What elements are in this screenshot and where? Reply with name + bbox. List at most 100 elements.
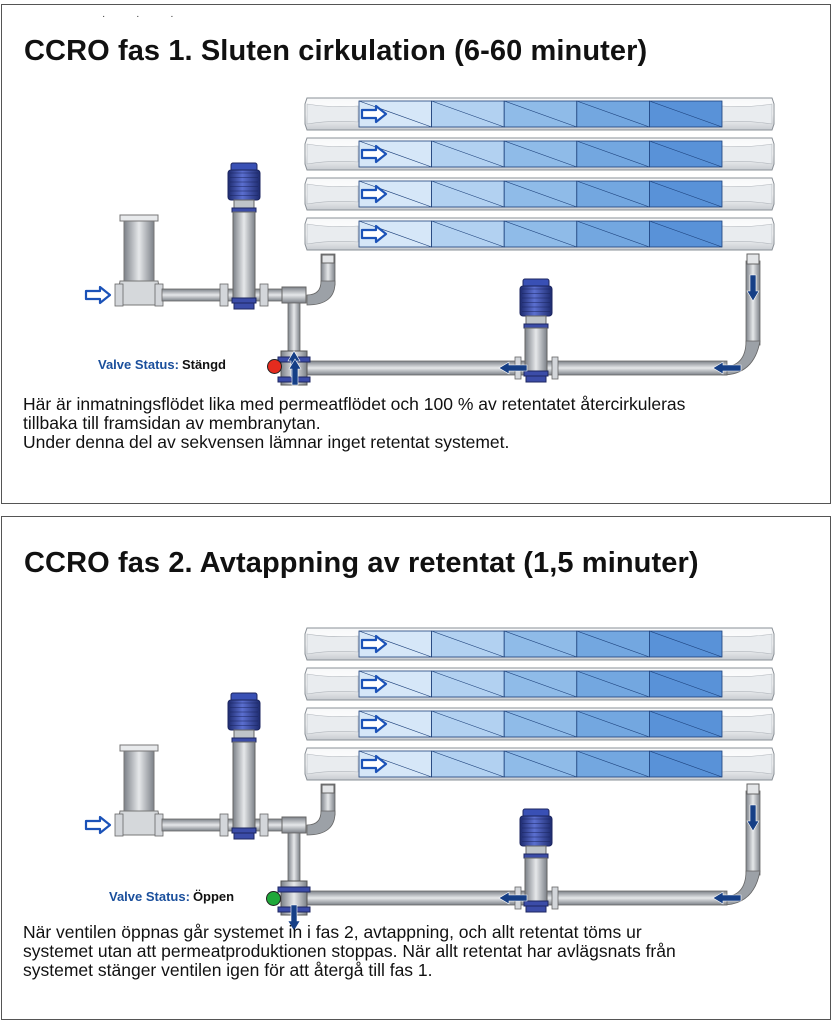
membrane-vessel: [304, 217, 775, 251]
filter-cap: [119, 214, 159, 222]
membrane-diagonal: [431, 750, 505, 778]
membrane-diagonal: [504, 100, 577, 128]
pipe-elbow: [306, 280, 336, 306]
feed-arrow-icon: [360, 184, 388, 204]
membrane-diagonal: [431, 140, 505, 168]
membrane-diagonal: [358, 140, 432, 168]
retentate-riser-pipe: [745, 790, 761, 876]
vessel-end-cap: [721, 753, 773, 775]
feed-arrow-icon: [360, 674, 388, 694]
description-line: tillbaka till framsidan av membranytan.: [23, 413, 321, 433]
vessel-end-cap: [721, 673, 773, 695]
phase2-title: CCRO fas 2. Avtappning av retentat (1,5 …: [24, 547, 699, 579]
membrane-diagonal: [649, 220, 723, 248]
membrane-diagonal: [358, 100, 432, 128]
pump-column: [232, 741, 256, 830]
phase2-description: När ventilen öppnas går systemet in i fa…: [23, 923, 823, 980]
pipe-tee: [281, 286, 307, 304]
pump-column: [524, 857, 548, 903]
membrane-diagonal: [649, 630, 723, 658]
description-line: Under denna del av sekvensen lämnar inge…: [23, 432, 510, 452]
cartridge-filter: [114, 214, 164, 307]
flow-arrow-icon: [712, 891, 742, 905]
inlet-cap: [321, 784, 335, 794]
vessel-end-cap: [306, 633, 359, 655]
membrane-vessel: [304, 137, 775, 171]
phase2-diagram: [84, 627, 775, 932]
valve-status-label: Valve Status:: [98, 357, 179, 372]
membrane-diagonal: [576, 630, 650, 658]
pipe-flange: [259, 813, 269, 837]
feed-arrow-icon: [360, 754, 388, 774]
vessel-end-cap: [306, 753, 359, 775]
motor-coupling: [233, 199, 255, 209]
vessel-end-cap: [306, 223, 359, 245]
membrane-diagonal: [649, 750, 723, 778]
vessel-end-cap: [721, 143, 773, 165]
description-line: systemet stänger ventilen igen för att å…: [23, 960, 433, 980]
filter-housing: [123, 750, 155, 812]
valve-status-value: Stängd: [181, 357, 226, 372]
membrane-diagonal: [576, 220, 650, 248]
membrane-diagonal: [504, 220, 577, 248]
pump-base: [233, 832, 255, 840]
membrane-diagonal: [358, 750, 432, 778]
filter-cap: [119, 744, 159, 752]
vessel-end-cap: [721, 713, 773, 735]
pump-column: [232, 211, 256, 300]
drain-arrow-icon: [287, 904, 301, 932]
membrane-diagonal: [576, 140, 650, 168]
membrane-diagonal: [649, 670, 723, 698]
phase2-panel: CCRO fas 2. Avtappning av retentat (1,5 …: [1, 516, 831, 1020]
feed-arrow-icon: [360, 144, 388, 164]
membrane-diagonal: [504, 750, 577, 778]
membrane-diagonal: [504, 630, 577, 658]
membrane-diagonal: [358, 630, 432, 658]
description-line: systemet utan att permeatproduktionen st…: [23, 941, 676, 961]
pump-column: [524, 327, 548, 373]
flow-arrow-icon: [498, 891, 528, 905]
feed-arrow-icon: [360, 634, 388, 654]
membrane-diagonal: [431, 630, 505, 658]
valve-flange: [277, 886, 311, 893]
feed-inlet-arrow-icon: [84, 285, 112, 305]
description-line: Här är inmatningsflödet lika med permeat…: [23, 394, 686, 414]
ccro-schematic: [84, 627, 775, 932]
top-decoration: · · ·: [102, 11, 188, 22]
valve-status-indicator: [266, 891, 281, 906]
retentate-riser-pipe: [745, 260, 761, 346]
membrane-diagonal: [649, 710, 723, 738]
motor-coupling: [525, 315, 547, 325]
pipe-flange: [114, 813, 124, 837]
membrane-diagonal: [504, 180, 577, 208]
membrane-diagonal: [576, 100, 650, 128]
membrane-diagonal: [358, 710, 432, 738]
phase1-diagram: [84, 97, 775, 386]
membrane-diagonal: [358, 670, 432, 698]
vessel-end-cap: [306, 673, 359, 695]
pump-base: [525, 375, 547, 383]
membrane-diagonal: [431, 100, 505, 128]
vessel-end-cap: [306, 103, 359, 125]
flow-arrow-icon: [746, 804, 760, 832]
membrane-diagonal: [431, 180, 505, 208]
membrane-vessel: [304, 667, 775, 701]
phase1-description: Här är inmatningsflödet lika med permeat…: [23, 395, 823, 452]
cartridge-filter: [114, 744, 164, 837]
membrane-diagonal: [649, 180, 723, 208]
pump-flange: [231, 827, 257, 834]
high-pressure-pump: [227, 692, 261, 840]
valve-status-value: Öppen: [192, 889, 235, 904]
pipe-flange: [219, 283, 229, 307]
membrane-diagonal: [576, 180, 650, 208]
pipe-elbow: [306, 810, 336, 836]
flow-arrow-icon: [712, 361, 742, 375]
vessel-end-cap: [721, 103, 773, 125]
description-line: När ventilen öppnas går systemet in i fa…: [23, 922, 642, 942]
pipe-flange: [551, 356, 559, 380]
vessel-end-cap: [306, 713, 359, 735]
valve-status-indicator: [267, 359, 282, 374]
membrane-diagonal: [504, 140, 577, 168]
membrane-diagonal: [358, 180, 432, 208]
pump-flange: [231, 297, 257, 304]
